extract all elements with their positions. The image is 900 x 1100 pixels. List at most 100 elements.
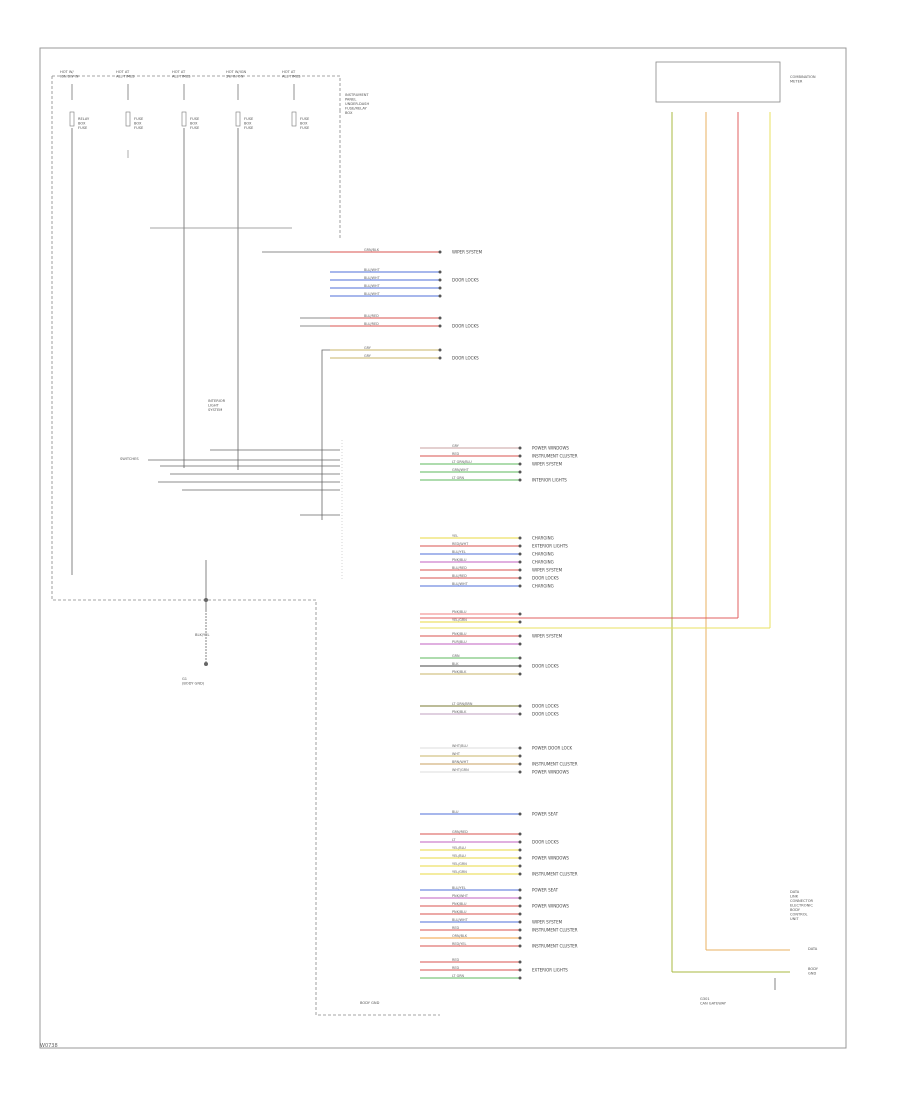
wire-color-code: BLU/YEL <box>452 550 466 554</box>
diagram-id-label: W0738 <box>40 1043 58 1049</box>
wire-color-code: RED <box>452 926 459 930</box>
wire-color-code: GRY <box>364 354 372 358</box>
circuit-destination: CHARGING <box>532 552 554 557</box>
circuit-destination: WIPER SYSTEM <box>532 920 563 925</box>
wire-color-code: WHT/BLU <box>452 744 468 748</box>
wire-color-code: BLU/RED <box>364 314 379 318</box>
connector-pin <box>518 536 522 540</box>
wire-color-code: LT GRN/BLU <box>452 460 472 464</box>
connector-pin <box>518 584 522 588</box>
circuit-destination: POWER WINDOWS <box>532 904 569 909</box>
wire-color-code: RED <box>452 958 459 962</box>
wire-color-code: BLU/YEL <box>452 886 466 890</box>
wire-color-code: LT GRN <box>452 476 465 480</box>
wire-color-code: GRY <box>452 444 460 448</box>
wire-color-code: YEL/GRN <box>452 618 467 622</box>
connector-pin <box>518 470 522 474</box>
wire-color-code: BLU/WHT <box>364 284 381 288</box>
wire-color-code: YEL <box>452 534 458 538</box>
connector-pin <box>518 642 522 646</box>
connector-pin <box>518 634 522 638</box>
circuit-destination: POWER WINDOWS <box>532 856 569 861</box>
connector-pin <box>518 864 522 868</box>
circuit-destination: DOOR LOCKS <box>452 356 479 361</box>
wire-color-code: BLU/WHT <box>452 918 469 922</box>
wire-color-code: PNK/BLU <box>452 910 467 914</box>
connector-pin <box>518 672 522 676</box>
module-label: SWITCHES <box>120 457 139 461</box>
connector-pin <box>518 462 522 466</box>
circuit-destination: DOOR LOCKS <box>452 324 479 329</box>
connector-pin <box>518 856 522 860</box>
circuit-destination: INSTRUMENT CLUSTER <box>532 454 578 459</box>
wire-color-code: PNK/BLU <box>452 558 467 562</box>
circuit-destination: POWER WINDOWS <box>532 446 569 451</box>
circuit-destination: EXTERIOR LIGHTS <box>532 968 568 973</box>
wire-color-code: WHT <box>452 752 461 756</box>
connector-pin <box>518 746 522 750</box>
connector-pin <box>518 944 522 948</box>
circuit-destination: POWER WINDOWS <box>532 770 569 775</box>
wire-color-code: RED/YEL <box>452 942 466 946</box>
ground-point <box>204 662 208 666</box>
circuit-destination: CHARGING <box>532 536 554 541</box>
circuit-destination: WIPER SYSTEM <box>452 250 483 255</box>
wire-color-code: ORN/BLK <box>452 934 468 938</box>
circuit-destination: POWER SEAT <box>532 812 559 817</box>
connector-pin <box>438 286 442 290</box>
connector-pin <box>518 478 522 482</box>
connector-pin <box>518 712 522 716</box>
wire-color-code: PNK/BLK <box>452 710 467 714</box>
circuit-destination: CHARGING <box>532 560 554 565</box>
wire-color-code: BLU/WHT <box>452 582 469 586</box>
circuit-destination: INSTRUMENT CLUSTER <box>532 944 578 949</box>
connector-pin <box>518 976 522 980</box>
wire-color-code: RED <box>452 966 459 970</box>
connector-pin <box>518 848 522 852</box>
connector-pin <box>438 278 442 282</box>
wire-color-code: PNK/BLU <box>452 632 467 636</box>
wire-color-code: GRN/RED <box>452 830 468 834</box>
fuse-icon <box>291 111 297 127</box>
fuse-icon <box>235 111 241 127</box>
wire-color-code: BRN/WHT <box>452 760 469 764</box>
circuit-destination: INTERIOR LIGHTS <box>532 478 567 483</box>
circuit-destination: DOOR LOCKS <box>532 704 559 709</box>
connector-pin <box>518 770 522 774</box>
circuit-destination: POWER SEAT <box>532 888 559 893</box>
connector-pin <box>518 896 522 900</box>
ground-splice <box>204 598 208 602</box>
connector-pin <box>438 324 442 328</box>
connector-pin <box>518 664 522 668</box>
wire-color-code: WHT/GRN <box>452 768 469 772</box>
connector-pin <box>518 872 522 876</box>
wire-color-code: YEL/BLU <box>452 854 466 858</box>
circuit-destination: CHARGING <box>532 584 554 589</box>
wire-color-code: RED <box>452 452 459 456</box>
connector-pin <box>518 762 522 766</box>
connector-pin <box>438 250 442 254</box>
connector-pin <box>518 576 522 580</box>
wire-color-code: LT <box>452 838 456 842</box>
feed-wire <box>321 349 330 520</box>
wire-color-code: GRN/BLK <box>364 248 380 252</box>
circuit-destination: WIPER SYSTEM <box>532 634 563 639</box>
connector-pin <box>518 568 522 572</box>
circuit-destination: DOOR LOCKS <box>452 278 479 283</box>
connector-pin <box>518 832 522 836</box>
connector-pin <box>518 656 522 660</box>
connector-pin <box>518 840 522 844</box>
connector-pin <box>518 754 522 758</box>
circuit-destination: DOOR LOCKS <box>532 664 559 669</box>
